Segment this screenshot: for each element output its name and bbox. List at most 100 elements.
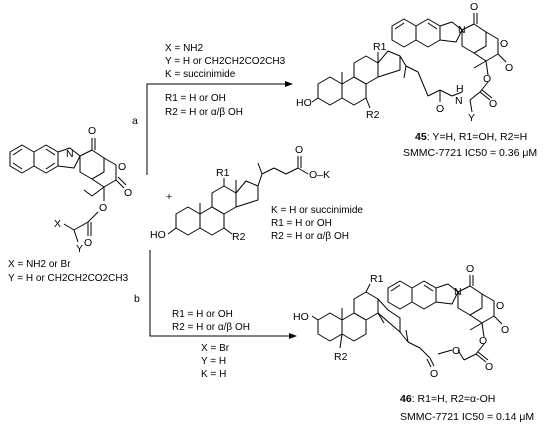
atom-label: HO xyxy=(150,229,166,241)
bond xyxy=(257,162,263,175)
bond xyxy=(473,60,487,69)
bond xyxy=(339,333,343,349)
atom-label: O xyxy=(124,187,132,199)
bond xyxy=(377,312,385,324)
bond xyxy=(91,186,105,197)
route-a-conditions: X = NH2 Y = H or CH2CH2CO2CH3 K = succin… xyxy=(165,43,286,118)
atom-label: O xyxy=(118,161,126,173)
atom-label: H xyxy=(456,83,464,95)
compound-number: 46 xyxy=(400,393,412,405)
bond xyxy=(394,22,405,30)
atom-label: O xyxy=(496,300,504,312)
atom-label: N xyxy=(455,95,463,107)
product-45: N O O O O O HO R1 R2 O H N Y 45: Y=H, R1… xyxy=(296,1,537,159)
atom-label: O xyxy=(500,38,508,50)
atom-label: O xyxy=(295,144,303,156)
ring-a xyxy=(317,76,343,106)
atom-label: O xyxy=(466,263,474,275)
atom-label: R1 xyxy=(373,41,387,53)
bond xyxy=(451,91,463,97)
bond xyxy=(365,97,371,109)
bond xyxy=(493,315,503,325)
atom-label: O xyxy=(470,1,478,13)
activity-text: SMMC-7721 IC50 = 0.36 μM xyxy=(403,147,537,159)
bond xyxy=(477,351,489,361)
bond xyxy=(497,53,507,63)
bond xyxy=(45,162,56,170)
activity-text: SMMC-7721 IC50 = 0.14 μM xyxy=(400,411,534,423)
atom-label: O xyxy=(485,361,493,373)
bond xyxy=(429,357,435,367)
ring-c xyxy=(353,291,379,321)
route-arrows: a b xyxy=(132,81,297,339)
bond xyxy=(481,89,493,99)
bond xyxy=(12,162,23,170)
bond xyxy=(405,329,409,343)
reactant-definition: Y = H or CH2CH2CO2CH3 xyxy=(8,273,129,284)
atom-label: R1 xyxy=(216,167,230,179)
bond xyxy=(297,167,309,175)
route-a-condition: K = succinimide xyxy=(165,69,236,80)
atom-label: O xyxy=(501,324,509,336)
bond xyxy=(475,353,487,363)
bond xyxy=(485,60,489,76)
atom-label: O xyxy=(436,103,444,115)
bond xyxy=(419,347,431,359)
bond xyxy=(12,148,23,156)
route-a-label: a xyxy=(132,115,138,127)
bond xyxy=(167,227,177,235)
bond xyxy=(475,343,485,355)
route-b-label: b xyxy=(134,293,140,305)
atom-label: O xyxy=(84,237,92,249)
bond xyxy=(365,283,371,293)
bond xyxy=(479,91,491,101)
atom-label: O xyxy=(430,368,438,380)
ring-b xyxy=(199,206,225,236)
bond xyxy=(285,167,299,175)
route-b-condition: X = Br xyxy=(201,343,230,354)
compound-number: 45 xyxy=(415,131,427,143)
ring-d xyxy=(377,50,401,78)
bond xyxy=(63,223,75,231)
bond xyxy=(223,227,233,235)
bond xyxy=(407,341,421,349)
atom-label: O xyxy=(479,335,487,347)
plus-sign: + xyxy=(166,191,172,203)
route-b-condition: Y = H xyxy=(201,356,226,367)
bond xyxy=(73,229,79,243)
atom-label: O xyxy=(489,98,497,110)
bond xyxy=(311,315,319,321)
atom-label: R2 xyxy=(366,109,380,121)
route-b-conditions: R1 = H or OH R2 = H or α/β OH X = Br Y =… xyxy=(172,309,250,380)
ring-c xyxy=(211,185,237,215)
reactant-bile-acid: O O–K HO R1 R2 K = H or succinimide R1 =… xyxy=(150,144,363,243)
route-b-condition: K = H xyxy=(201,369,226,380)
bond xyxy=(469,91,481,101)
ring xyxy=(469,293,495,324)
ring xyxy=(91,157,117,188)
bond xyxy=(45,148,56,156)
atom-label: O xyxy=(88,125,96,137)
bond xyxy=(427,89,441,97)
atom-label: HO xyxy=(296,97,312,109)
compound-caption: 46: R1=H, R2=α-OH xyxy=(400,393,495,405)
route-b-arrow xyxy=(149,250,297,339)
ring-a xyxy=(317,312,343,342)
route-a-condition: X = NH2 xyxy=(165,43,204,54)
bond xyxy=(273,167,287,175)
atom-label: X xyxy=(54,218,61,230)
compound-caption: 45: Y=H, R1=OH, R2=H xyxy=(415,131,527,143)
atom-label: O xyxy=(483,73,491,85)
bond xyxy=(399,55,407,67)
bond xyxy=(481,322,485,338)
ring-d xyxy=(235,180,259,208)
bond xyxy=(437,349,453,355)
route-b-condition: R1 = H or OH xyxy=(172,309,233,320)
bond xyxy=(426,358,432,368)
atom-label: Y xyxy=(468,112,475,124)
reactant-camptothecin: N O O O O O X Y X = NH2 or Br Y = H or C… xyxy=(8,125,132,284)
bond xyxy=(417,71,429,97)
atom-label: N xyxy=(66,148,74,160)
reactant-definition: R2 = H or α/β OH xyxy=(271,231,349,242)
atom-label: N xyxy=(454,286,462,298)
